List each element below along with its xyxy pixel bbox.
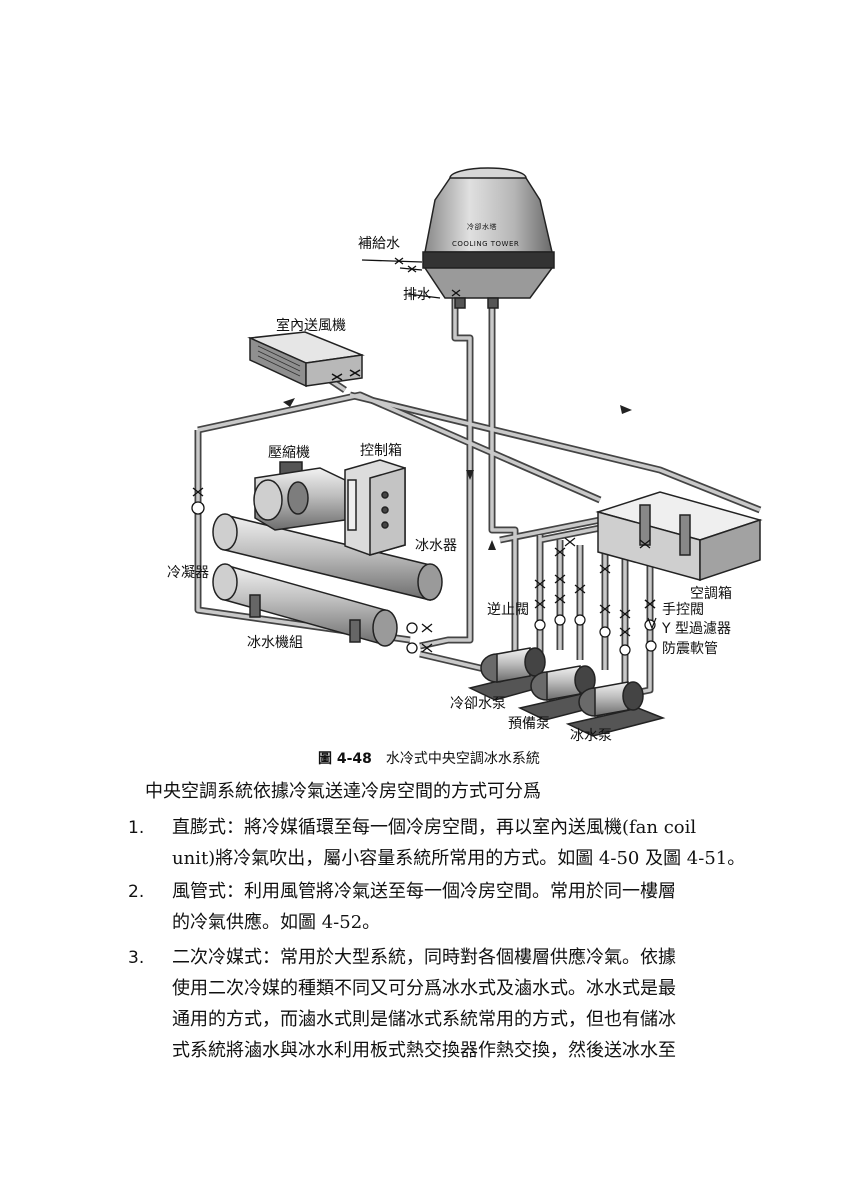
label-cooling-pump: 冷卻水泵 [450,696,506,712]
intro-paragraph: 中央空調系統依據冷氣送達冷房空間的方式可分爲 [145,780,541,804]
pumps [470,648,663,736]
tower-label-en: COOLING TOWER [452,240,519,248]
label-standby-pump: 預備泵 [508,716,550,732]
label-control-box: 控制箱 [360,443,402,459]
fan-coil-unit [250,332,362,386]
label-chiller-unit: 冰水機組 [247,635,303,651]
item-1-number: 1. [128,818,144,838]
item-3-line-3: 通用的方式，而滷水式則是儲冰式系統常用的方式，但也有儲冰 [172,1008,676,1032]
cooling-tower [423,168,554,308]
label-drain: 排水 [403,287,431,303]
item-3-line-4: 式系統將滷水與冰水利用板式熱交換器作熱交換，然後送冰水至 [172,1039,676,1063]
label-check-valve: 逆止閥 [487,602,529,618]
item-2-line-2: 的冷氣供應。如圖 4-52。 [172,911,380,935]
label-manual-valve: 手控閥 [662,602,704,618]
item-1-line-2: unit)將冷氣吹出，屬小容量系統所常用的方式。如圖 4-50 及圖 4-51。 [172,847,745,871]
figure-caption: 圖 4-48 水冷式中央空調冰水系統 [318,748,540,768]
item-3-line-2: 使用二次冷媒的種類不同又可分爲冰水式及滷水式。冰水式是最 [172,977,676,1001]
label-chiller-evaporator: 冰水器 [415,538,457,554]
item-2-number: 2. [128,882,144,902]
label-fan-coil: 室內送風機 [276,318,346,334]
tower-label-cn: 冷卻水塔 [467,223,497,231]
label-flex-joint: 防震軟管 [662,641,718,657]
item-1-line-1: 直膨式：將冷媒循環至每一個冷房空間，再以室內送風機(fan coil [172,816,696,840]
item-3-number: 3. [128,948,144,968]
label-y-strainer: Y 型過濾器 [662,621,731,637]
label-condenser: 冷凝器 [167,565,209,581]
chiller-system-figure: 冷卻水塔 COOLING TOWER 補給水 排水 室內送風機 壓縮機 控制箱 … [0,0,854,770]
caption-number: 圖 4-48 [318,751,372,767]
diagram-drawing [0,0,854,770]
caption-title: 水冷式中央空調冰水系統 [386,751,540,767]
label-chilled-pump: 冰水泵 [570,728,612,744]
item-3-line-1: 二次冷媒式：常用於大型系統，同時對各個樓層供應冷氣。依據 [172,946,676,970]
label-compressor: 壓縮機 [268,445,310,461]
label-makeup-water: 補給水 [358,236,400,252]
item-2-line-1: 風管式：利用風管將冷氣送至每一個冷房空間。常用於同一樓層 [172,880,676,904]
label-ahu: 空調箱 [690,586,732,602]
